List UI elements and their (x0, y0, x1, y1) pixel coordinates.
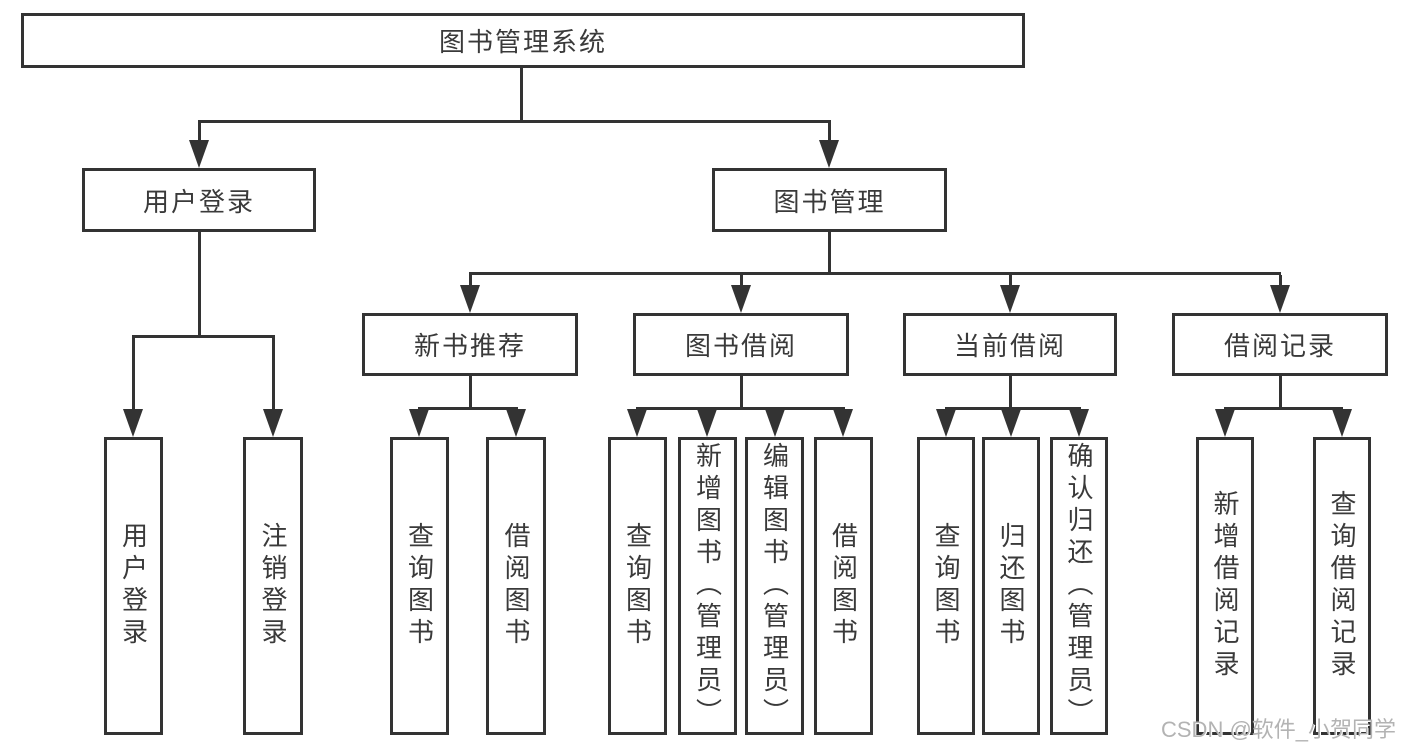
leaf-add-books-admin: 新增图书（管理员） (678, 437, 737, 735)
node-label: 归还图书 (996, 522, 1026, 650)
node-label: 借阅记录 (1223, 331, 1336, 361)
node-label: 编辑图书（管理员） (759, 442, 790, 730)
leaf-borrow-books-recommend: 借阅图书 (486, 437, 546, 735)
arrow-down-icon (506, 409, 526, 437)
arrow-down-icon (1215, 409, 1235, 437)
node-label: 当前借阅 (953, 331, 1066, 361)
arrow-down-icon (765, 409, 785, 437)
connector-line (418, 407, 518, 410)
connector-line (132, 338, 135, 410)
arrow-down-icon (697, 409, 717, 437)
connector-line (469, 376, 472, 410)
arrow-down-icon (627, 409, 647, 437)
leaf-query-books-current: 查询图书 (917, 437, 975, 735)
node-label: 新增图书（管理员） (692, 442, 723, 730)
node-borrowing-records: 借阅记录 (1172, 313, 1388, 376)
arrow-down-icon (409, 409, 429, 437)
connector-line (520, 68, 523, 122)
leaf-confirm-return-admin: 确认归还（管理员） (1050, 437, 1108, 735)
node-label: 图书借阅 (684, 331, 797, 361)
node-label: 用户登录 (118, 522, 149, 650)
connector-line (1224, 407, 1343, 410)
arrow-down-icon (936, 409, 956, 437)
leaf-user-login: 用户登录 (104, 437, 163, 735)
arrow-down-icon (189, 140, 209, 168)
leaf-edit-books-admin: 编辑图书（管理员） (745, 437, 804, 735)
arrow-down-icon (833, 409, 853, 437)
node-label: 查询图书 (404, 522, 435, 650)
arrow-down-icon (1332, 409, 1352, 437)
csdn-watermark: CSDN @软件_小贺同学 (1161, 717, 1397, 742)
node-system-root: 图书管理系统 (21, 13, 1025, 68)
connector-line (636, 407, 845, 410)
connector-line (1279, 275, 1282, 287)
connector-line (945, 407, 1081, 410)
node-label: 图书管理 (773, 186, 886, 217)
arrow-down-icon (731, 285, 751, 313)
connector-line (1279, 376, 1282, 410)
node-label: 注销登录 (258, 522, 288, 650)
node-label: 用户登录 (142, 186, 255, 217)
arrow-down-icon (819, 140, 839, 168)
connector-line (132, 335, 275, 338)
connector-line (198, 120, 831, 123)
node-label: 查询图书 (622, 522, 653, 650)
arrow-down-icon (1000, 285, 1020, 313)
connector-line (272, 338, 275, 410)
node-label: 图书管理系统 (438, 27, 607, 57)
connector-line (740, 275, 743, 287)
arrow-down-icon (123, 409, 143, 437)
leaf-query-books-recommend: 查询图书 (390, 437, 449, 735)
node-label: 查询借阅记录 (1327, 490, 1357, 682)
connector-line (740, 376, 743, 410)
arrow-down-icon (460, 285, 480, 313)
node-book-management: 图书管理 (712, 168, 947, 232)
leaf-logout: 注销登录 (243, 437, 303, 735)
node-label: 借阅图书 (828, 522, 859, 650)
arrow-down-icon (1270, 285, 1290, 313)
connector-line (828, 123, 831, 143)
node-label: 查询图书 (931, 522, 961, 650)
leaf-query-books-borrow: 查询图书 (608, 437, 667, 735)
arrow-down-icon (1001, 409, 1021, 437)
node-new-book-recommendation: 新书推荐 (362, 313, 578, 376)
connector-line (1009, 275, 1012, 287)
arrow-down-icon (263, 409, 283, 437)
arrow-down-icon (1069, 409, 1089, 437)
node-user-login: 用户登录 (82, 168, 316, 232)
connector-line (198, 123, 201, 143)
node-book-borrowing: 图书借阅 (633, 313, 849, 376)
node-label: 借阅图书 (501, 522, 531, 650)
node-label: 确认归还（管理员） (1064, 442, 1094, 730)
leaf-add-borrow-record: 新增借阅记录 (1196, 437, 1254, 735)
connector-line (1009, 376, 1012, 410)
connector-line (469, 272, 1281, 275)
node-label: 新增借阅记录 (1210, 490, 1240, 682)
leaf-query-borrow-record: 查询借阅记录 (1313, 437, 1371, 735)
connector-line (198, 232, 201, 338)
node-current-borrowing: 当前借阅 (903, 313, 1117, 376)
leaf-return-books: 归还图书 (982, 437, 1040, 735)
connector-line (828, 232, 831, 275)
node-label: 新书推荐 (413, 331, 526, 361)
connector-line (469, 275, 472, 287)
leaf-borrow-books: 借阅图书 (814, 437, 873, 735)
